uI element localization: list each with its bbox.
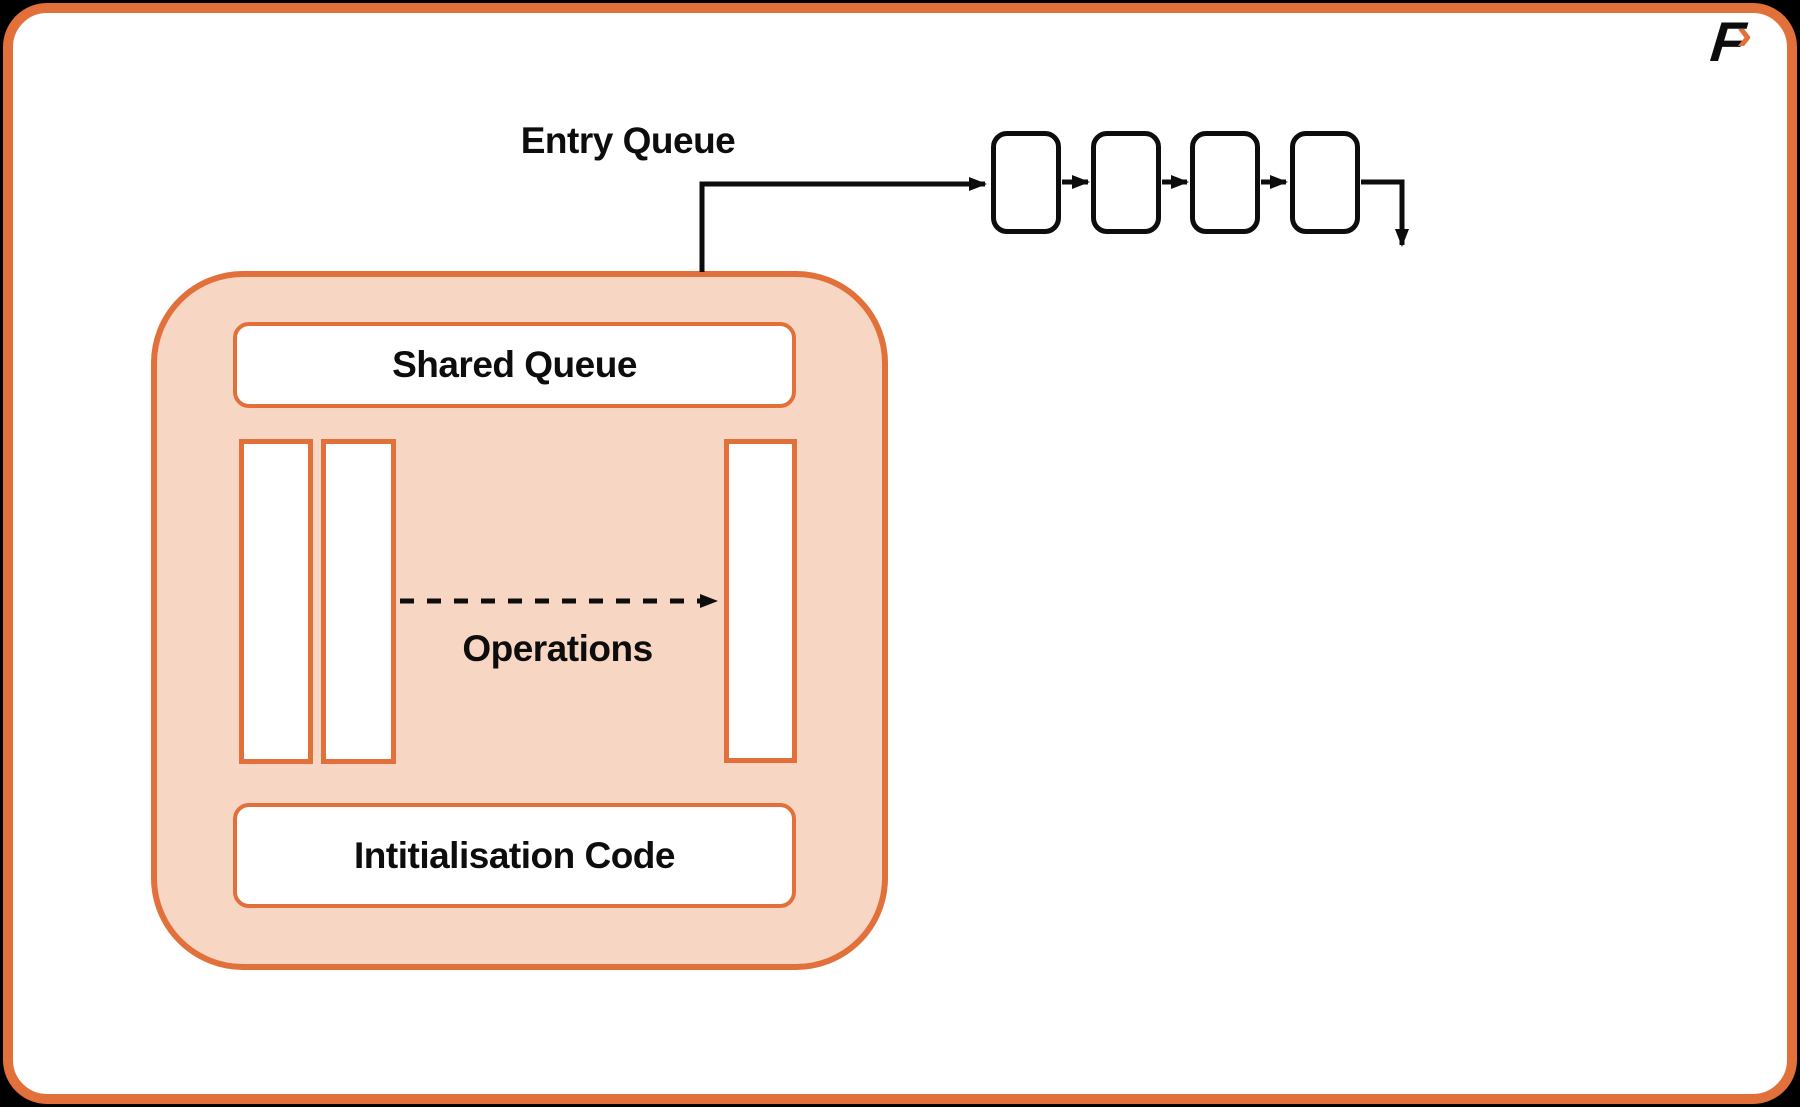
entry-queue-label: Entry Queue	[520, 120, 736, 161]
initialisation-code-box-label: Intitialisation Code	[354, 834, 675, 876]
queue-node	[1190, 131, 1260, 234]
shared-queue-box: Shared Queue	[233, 322, 796, 408]
initialisation-code-box: Intitialisation Code	[233, 803, 796, 908]
entry-queue-connector	[699, 177, 987, 272]
queue-exit-connector	[1361, 179, 1409, 247]
shared-queue-box-label: Shared Queue	[392, 344, 637, 385]
queue-slot-bar	[321, 439, 396, 764]
queue-node	[1290, 131, 1360, 234]
logo-chevron-icon: ›	[1736, 10, 1753, 59]
brand-logo-icon: F›	[1708, 10, 1758, 73]
queue-slot-bar	[724, 439, 797, 763]
operations-label: Operations	[462, 628, 653, 669]
queue-slot-bar	[239, 439, 313, 764]
queue-node	[991, 131, 1061, 234]
queue-node	[1091, 131, 1161, 234]
